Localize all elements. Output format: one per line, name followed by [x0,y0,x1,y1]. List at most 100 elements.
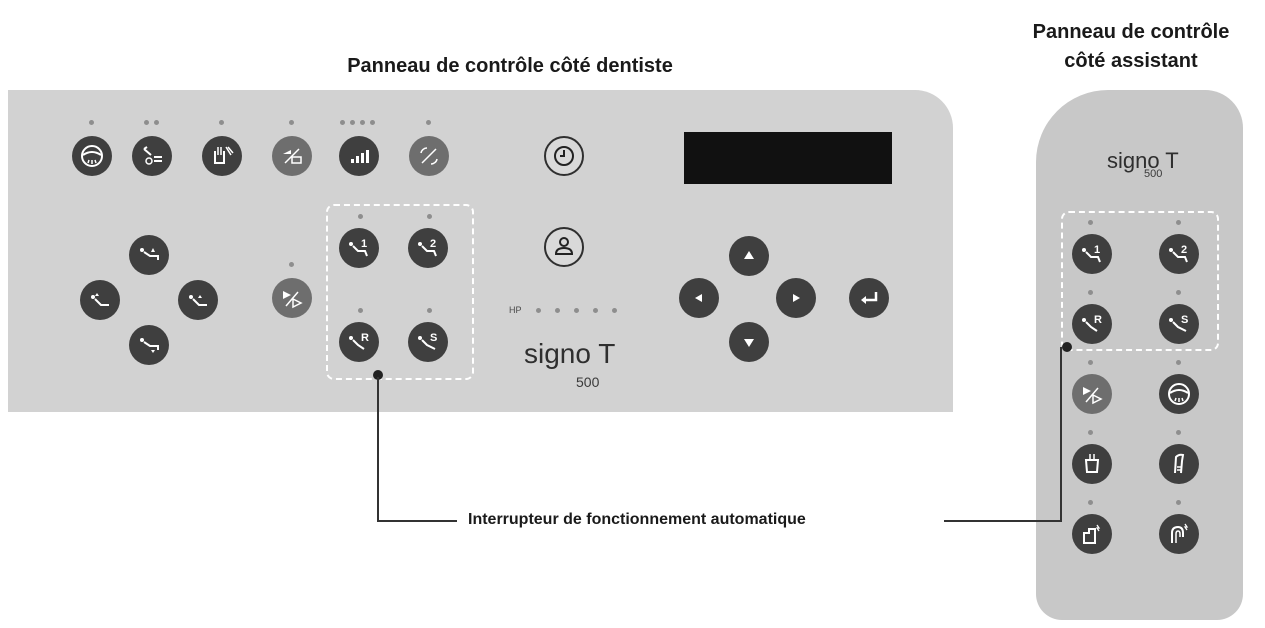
signal-bars-icon [351,150,369,163]
chair-auto-icon: S [1169,314,1188,332]
indicator-dot [1088,220,1093,225]
chair-left-button[interactable] [80,280,120,320]
nav-right-button[interactable] [776,278,816,318]
nav-left-button[interactable] [679,278,719,318]
auto-position-s-button[interactable]: S [408,322,448,362]
hose-cleaning-button[interactable] [1159,514,1199,554]
indicator-dot [358,214,363,219]
auto-position-r-button[interactable]: R [1072,304,1112,344]
chair-down-button[interactable] [129,325,169,365]
rotation-button[interactable] [409,136,449,176]
chair-icon [91,293,109,306]
auto-position-2-button[interactable]: 2 [408,228,448,268]
chair-auto-icon: R [349,332,369,350]
user-button[interactable] [544,227,584,267]
arrow-up-icon [744,251,754,259]
callout-line [377,520,457,522]
switch-mode-button[interactable] [272,136,312,176]
assistant-panel-title-line1: Panneau de contrôle [1032,21,1230,43]
chair-icon [140,248,159,260]
svg-text:S: S [430,332,437,344]
svg-text:S: S [1181,314,1188,326]
chair-auto-icon: 2 [1169,244,1188,263]
auto-position-1-button[interactable]: 1 [1072,234,1112,274]
bowl-rinse-icon [1174,453,1185,474]
callout-line [377,377,379,522]
dentist-control-panel: 1 2 R S HP signo T 500 [8,90,953,412]
cup-filler-button[interactable] [1072,444,1112,484]
play-triangle-icon [1083,387,1103,405]
auto-switch-group [326,204,474,380]
nav-up-button[interactable] [729,236,769,276]
operating-light-icon [81,145,103,167]
indicator-dot [427,214,432,219]
chair-icon [140,338,159,353]
enter-icon [861,292,878,304]
brand-logo: signo T [524,338,616,369]
operating-light-button[interactable] [72,136,112,176]
operating-light-button[interactable] [1159,374,1199,414]
auto-position-r-button[interactable]: R [339,322,379,362]
auto-switch-button[interactable] [272,278,312,318]
indicator-dot [89,120,94,125]
timer-button[interactable] [544,136,584,176]
svg-text:R: R [1094,314,1102,326]
chair-icon [189,295,207,306]
indicator-dot [1088,430,1093,435]
chair-auto-icon: 2 [418,238,437,257]
lamp-position-icon [143,146,162,165]
brand-logo: signo T [1107,148,1179,173]
spittoon-button[interactable] [202,136,242,176]
indicator-dot [1088,500,1093,505]
arrow-right-icon [793,294,800,302]
operating-light-icon [1168,383,1190,405]
indicator-dot [1176,290,1181,295]
assistant-panel-title-line2: côté assistant [1064,50,1198,72]
chair-auto-icon: 1 [1082,244,1101,263]
indicator-dot [219,120,224,125]
dentist-panel-title: Panneau de contrôle côté dentiste [347,55,673,77]
auto-position-1-button[interactable]: 1 [339,228,379,268]
chair-auto-icon: S [418,332,437,350]
hose-cleaning-icon [1171,523,1189,543]
level-button[interactable] [339,136,379,176]
display-screen [684,132,892,184]
svg-text:R: R [361,332,369,344]
chair-up-button[interactable] [129,235,169,275]
model-number: 500 [576,374,600,390]
model-number: 500 [1144,168,1163,180]
indicator-dot [427,308,432,313]
enter-button[interactable] [849,278,889,318]
auto-switch-button[interactable] [1072,374,1112,414]
callout-line [1060,347,1062,522]
triangle-square-icon [283,148,302,164]
auto-switch-group [1061,211,1219,351]
lamp-position-button[interactable] [132,136,172,176]
chair-auto-icon: R [1082,314,1102,332]
suction-cleaning-button[interactable] [1072,514,1112,554]
svg-text:2: 2 [430,238,436,250]
indicator-dot [1176,430,1181,435]
svg-text:1: 1 [361,238,367,250]
svg-text:1: 1 [1094,244,1100,256]
auto-position-2-button[interactable]: 2 [1159,234,1199,274]
hp-dot [612,308,617,313]
hp-dot [536,308,541,313]
play-triangle-icon [283,291,303,309]
rotation-icon [420,147,438,165]
nav-down-button[interactable] [729,322,769,362]
hp-dot [574,308,579,313]
assistant-control-panel: signo T 500 1 2 R S [1036,90,1243,620]
clock-icon [554,146,574,166]
auto-switch-callout-label: Interrupteur de fonctionnement automatiq… [468,511,806,528]
hp-dot [593,308,598,313]
indicator-dot [289,262,294,267]
suction-cleaning-icon [1083,524,1101,544]
cup-icon [1084,454,1100,473]
indicator-dot [1176,220,1181,225]
chair-right-button[interactable] [178,280,218,320]
user-icon [554,237,574,255]
indicator-dot [426,120,431,125]
bowl-rinse-button[interactable] [1159,444,1199,484]
auto-position-s-button[interactable]: S [1159,304,1199,344]
